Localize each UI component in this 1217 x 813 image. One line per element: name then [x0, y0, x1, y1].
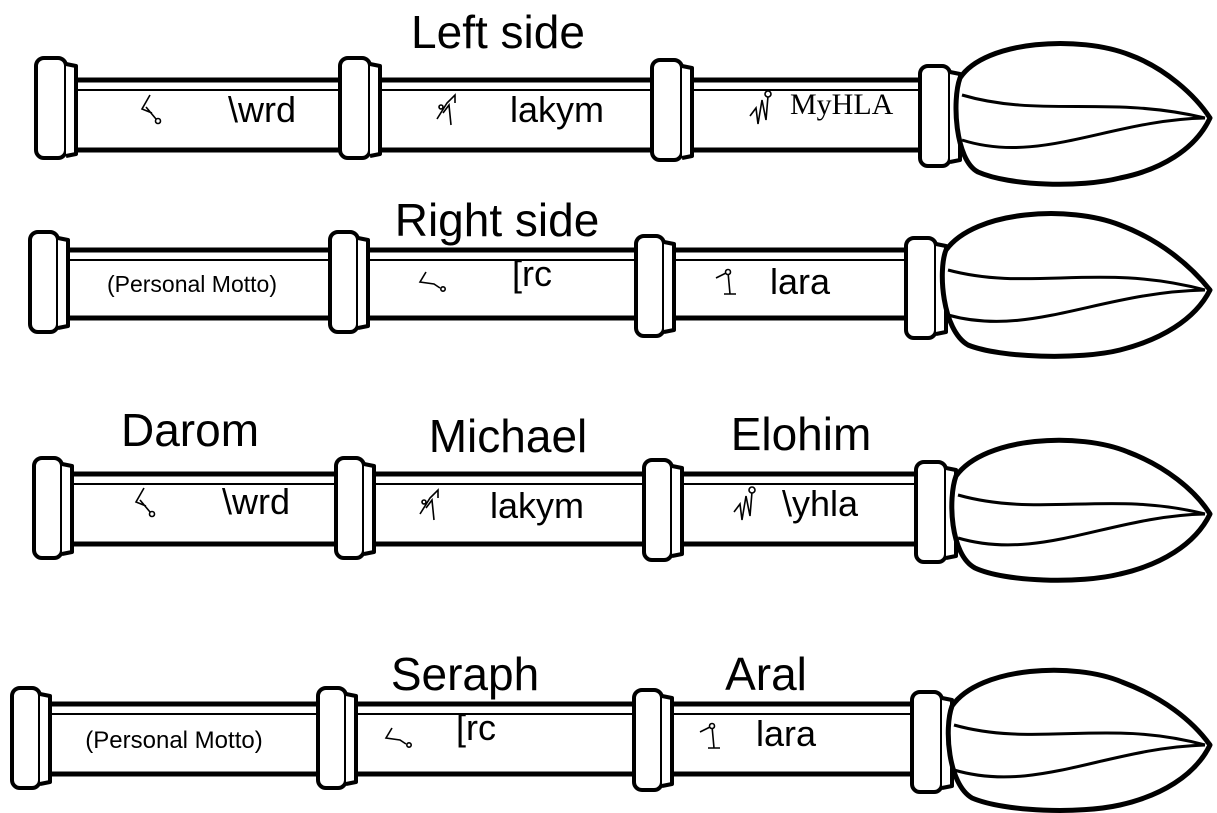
wand-row-3	[32, 437, 1213, 583]
wand-band	[10, 686, 954, 794]
flame-tip	[953, 41, 1213, 187]
segment-text: MyHLA	[790, 88, 894, 121]
segment-text: \yhla	[782, 483, 859, 524]
sigil-e-icon	[699, 722, 720, 749]
sigil-c-icon	[749, 90, 772, 125]
sigil-d-icon	[418, 271, 446, 293]
sigil-a-icon	[140, 94, 162, 125]
wand-segment: [rc	[384, 707, 496, 749]
row-heading: Darom	[121, 404, 259, 456]
row-heading: Aral	[725, 648, 807, 700]
flame-tip	[949, 437, 1213, 583]
sigil-c-icon	[733, 486, 756, 521]
segment-text: [rc	[456, 707, 496, 748]
wand-row-4	[10, 667, 1213, 813]
segment-text: \wrd	[222, 481, 290, 522]
row-heading: Elohim	[731, 408, 872, 460]
row-heading: Michael	[429, 410, 588, 462]
wand-segment: \yhla	[733, 483, 859, 524]
wand-segment: lakym	[436, 89, 604, 130]
wand-segment: lara	[699, 713, 817, 754]
flame-tip	[939, 211, 1213, 359]
sigil-b-icon	[436, 93, 456, 126]
wand-segment: \wrd	[134, 481, 290, 522]
segment-text: lakym	[490, 485, 584, 526]
segment-text: [rc	[512, 253, 552, 294]
row-heading: Right side	[395, 194, 600, 246]
segment-text: lara	[770, 261, 831, 302]
wand-segment: MyHLA	[749, 88, 894, 125]
wand-row-1	[34, 41, 1213, 187]
sigil-d-icon	[384, 727, 412, 749]
flame-tip	[945, 667, 1213, 813]
wand-segment: lakym	[419, 485, 584, 526]
segment-text: lakym	[510, 89, 604, 130]
segment-text: lara	[756, 713, 817, 754]
wand-shaft	[37, 471, 923, 547]
sigil-e-icon	[715, 268, 736, 295]
wand-band	[34, 56, 962, 168]
wand-band	[28, 230, 948, 340]
wand-band	[32, 456, 958, 564]
wand-segment: \wrd	[140, 89, 296, 130]
wand-segment: lara	[715, 261, 831, 302]
segment-text: \wrd	[228, 89, 296, 130]
wand-segment: [rc	[418, 253, 552, 294]
wand-row-2	[28, 211, 1213, 359]
wand-shaft	[31, 247, 917, 321]
sigil-a-icon	[134, 487, 156, 518]
row-heading: Seraph	[391, 648, 539, 700]
row-heading: Left side	[411, 6, 585, 58]
sigil-b-icon	[419, 488, 439, 521]
segment-text: (Personal Motto)	[85, 727, 262, 754]
segment-text: (Personal Motto)	[107, 271, 277, 297]
